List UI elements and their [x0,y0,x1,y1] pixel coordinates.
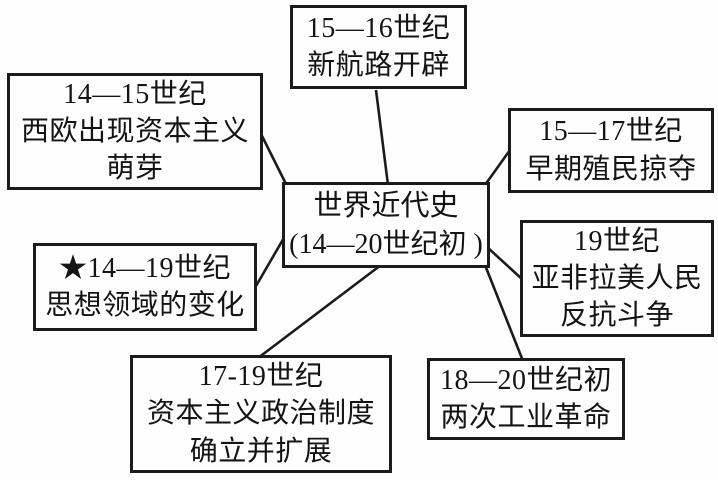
node-line: 亚非拉美人民 [531,262,703,294]
node-line: 西欧出现资本主义 [20,115,249,147]
node-early-colonial-plunder: 15—17世纪 早期殖民掠夺 [508,108,714,193]
node-line: 15—17世纪 [539,116,683,148]
node-line: 资本主义政治制度 [146,398,375,430]
node-line: 萌芽 [106,153,164,185]
connector-early-colonial-plunder [483,149,512,186]
node-center-world-modern-history: 世界近代史 (14—20世纪初 ) [282,182,490,268]
connector-industrial-revolutions [483,264,525,362]
connector-thought-changes [254,235,287,287]
node-line: 19世纪 [573,225,660,257]
node-line: 14—15世纪 [63,78,207,110]
node-line: 17-19世纪 [198,361,324,393]
node-line: 15—16世纪 [306,12,451,44]
node-line: 反抗斗争 [559,300,674,332]
node-thought-changes: ★14—19世纪 思想领域的变化 [33,243,257,331]
node-line: 新航路开辟 [307,50,450,81]
node-capitalism-sprout: 14—15世纪 西欧出现资本主义 萌芽 [7,73,263,190]
node-line: 两次工业革命 [440,402,612,433]
node-new-sea-routes: 15—16世纪 新航路开辟 [290,5,467,89]
center-title: 世界近代史 [313,190,459,223]
connector-peoples-resistance [486,246,523,280]
node-industrial-revolutions: 18—20世纪初 两次工业革命 [427,358,625,440]
node-line: 思想领域的变化 [45,290,245,321]
node-line: ★14—19世纪 [58,252,231,284]
connector-political-systems [257,263,382,360]
node-line: 18—20世纪初 [439,364,612,396]
node-line: 确立并扩展 [189,435,333,467]
connector-new-sea-routes [374,89,390,186]
node-line: 早期殖民掠夺 [525,153,697,185]
center-subtitle: (14—20世纪初 ) [289,228,483,260]
node-political-systems: 17-19世纪 资本主义政治制度 确立并扩展 [130,355,392,473]
node-peoples-resistance: 19世纪 亚非拉美人民 反抗斗争 [520,220,714,337]
connector-capitalism-sprout [260,135,289,187]
